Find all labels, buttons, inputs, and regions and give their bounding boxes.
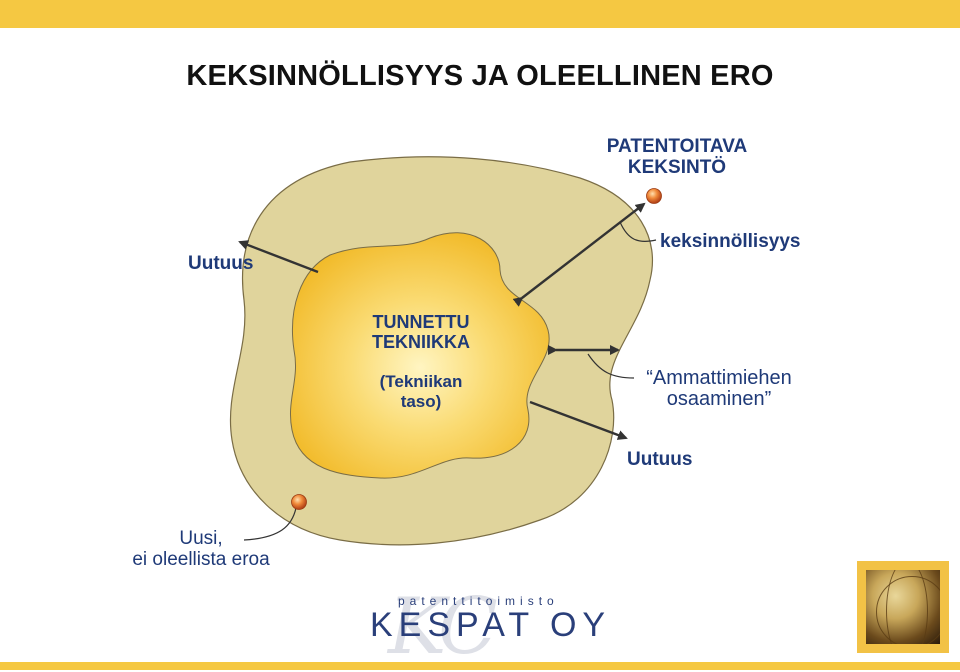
new-leader (243, 507, 297, 541)
known-line2: TEKNIIKKA (372, 332, 470, 352)
novelty-bottom-label: Uutuus (627, 449, 693, 470)
patentable-line1: PATENTOITAVA (606, 136, 748, 157)
prior-art-label: (Tekniikan taso) (360, 372, 482, 412)
page-title: KEKSINNÖLLISYYS JA OLEELLINEN ERO (186, 60, 774, 92)
globe-emblem-icon (857, 561, 949, 653)
new-dot (291, 494, 307, 510)
prior-art-line1: (Tekniikan (379, 372, 463, 391)
inventiveness-label: keksinnöllisyys (660, 231, 801, 252)
logo-wordmark: KESPAT OY (370, 606, 612, 644)
logo-mark: KC (388, 582, 498, 672)
novelty-left-arrow (238, 240, 319, 274)
inner-region (289, 232, 550, 479)
skill-line1: “Ammattimiehen (646, 367, 792, 389)
patentable-line2: KEKSINTÖ (627, 157, 727, 178)
novelty-bottom-arrow (529, 400, 628, 440)
inventiveness-arrow (512, 202, 646, 307)
patentable-label: PATENTOITAVA KEKSINTÖ (598, 136, 756, 178)
skill-label: “Ammattimiehen osaaminen” (630, 368, 808, 410)
new-line1: Uusi, (179, 528, 223, 549)
prior-art-line2: taso) (400, 392, 442, 411)
new-label: Uusi, ei oleellista eroa (112, 528, 290, 570)
known-tech-label: TUNNETTU TEKNIIKKA (356, 312, 486, 352)
top-accent-bar (0, 0, 960, 28)
inventiveness-leader (619, 221, 657, 243)
novelty-left-label: Uutuus (188, 253, 254, 274)
skill-line2: osaaminen” (666, 388, 772, 410)
known-line1: TUNNETTU (372, 312, 470, 332)
logo-subtitle: patenttitoimisto (398, 594, 559, 608)
new-line2: ei oleellista eroa (132, 549, 270, 570)
bottom-accent-bar (0, 662, 960, 670)
skill-leader (587, 353, 635, 379)
patentable-dot (646, 188, 662, 204)
